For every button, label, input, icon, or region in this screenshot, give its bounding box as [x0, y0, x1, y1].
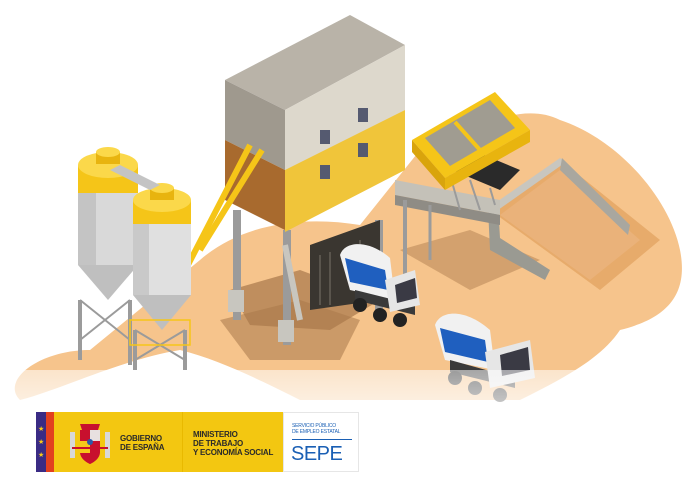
logo-divider — [182, 412, 183, 472]
gobierno-block: GOBIERNO DE ESPAÑA — [54, 412, 182, 472]
sepe-line2: DE EMPLEO ESTATAL — [292, 429, 341, 435]
mixer-truck-1 — [340, 244, 420, 327]
conveyor-belt — [395, 180, 500, 280]
gobierno-text: GOBIERNO DE ESPAÑA — [120, 434, 164, 452]
gobierno-line2: DE ESPAÑA — [120, 443, 165, 452]
eu-flag-strip: ★ ★ ★ — [36, 412, 46, 472]
coat-of-arms-icon — [70, 424, 110, 464]
ministerio-line1: MINISTERIO — [193, 430, 238, 439]
sepe-block: SERVICIO PÚBLICO DE EMPLEO ESTATAL SEPE — [283, 412, 359, 472]
silo-left — [78, 147, 138, 365]
star-icon: ★ — [38, 439, 45, 446]
star-icon: ★ — [38, 426, 45, 433]
star-icon: ★ — [38, 452, 45, 459]
silo-right — [129, 183, 191, 370]
silo-walkway — [110, 165, 160, 190]
ministerio-line3: Y ECONOMÍA SOCIAL — [193, 448, 274, 457]
ministerio-text: MINISTERIO DE TRABAJO Y ECONOMÍA SOCIAL — [193, 430, 273, 457]
aggregate-hopper — [412, 92, 530, 211]
sepe-acronym: SEPE — [291, 443, 343, 465]
ministerio-line2: DE TRABAJO — [193, 439, 244, 448]
gobierno-line1: GOBIERNO — [120, 434, 162, 443]
government-logo-banner: ★ ★ ★ GOBIERNO DE ESPAÑA MINISTERIO DE T… — [36, 412, 359, 472]
red-strip — [46, 412, 54, 472]
ministerio-block: MINISTERIO DE TRABAJO Y ECONOMÍA SOCIAL — [183, 412, 283, 472]
mixing-tower — [225, 15, 405, 232]
sepe-subtitle: SERVICIO PÚBLICO DE EMPLEO ESTATAL — [292, 423, 340, 435]
sepe-rule — [292, 439, 352, 440]
sepe-line1: SERVICIO PÚBLICO — [292, 423, 336, 429]
sand-pile — [488, 158, 660, 290]
